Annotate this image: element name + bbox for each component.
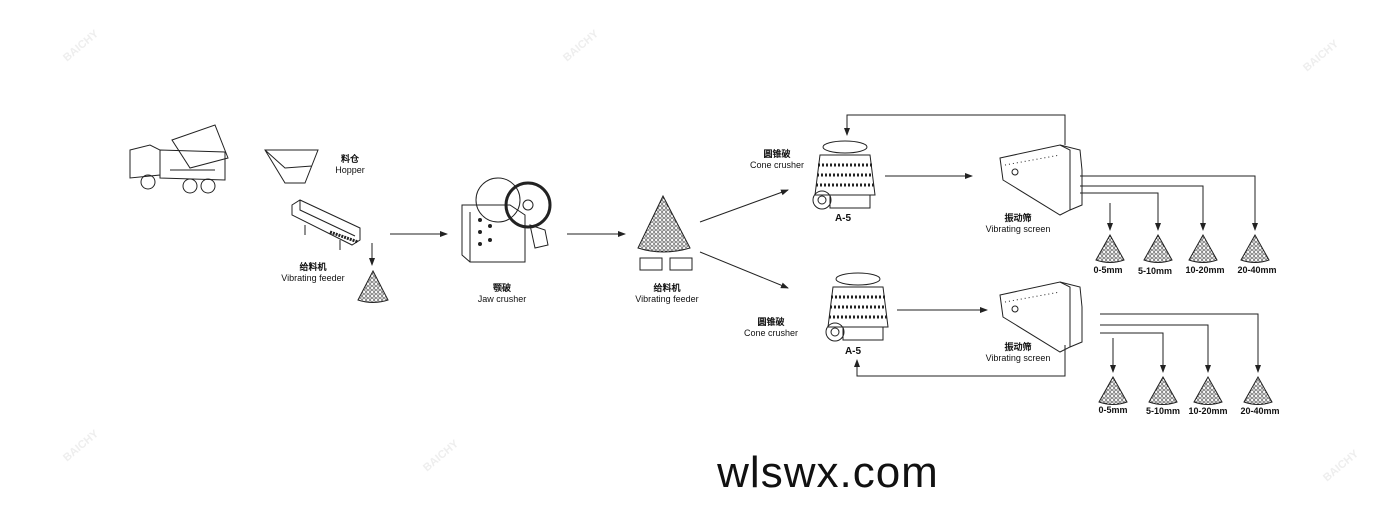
size-label: 20-40mm xyxy=(1237,265,1277,275)
dump-truck-icon xyxy=(129,124,229,194)
cone-crusher-icon xyxy=(812,140,876,210)
size-label: 20-40mm xyxy=(1240,406,1280,416)
size-label: 5-10mm xyxy=(1145,406,1181,416)
jaw-crusher-icon xyxy=(461,177,552,263)
vibrating-feeder-icon xyxy=(291,199,361,250)
model-label: A-5 xyxy=(834,213,852,224)
material-pile-icon xyxy=(357,269,389,303)
size-label: 10-20mm xyxy=(1185,265,1225,275)
size-label: 0-5mm xyxy=(1098,405,1128,415)
vibrating-screen-icon xyxy=(999,144,1083,216)
size-label: 0-5mm xyxy=(1093,265,1123,275)
hopper-icon xyxy=(264,149,319,184)
feeder-trough-icon xyxy=(639,257,693,271)
size-label: 10-20mm xyxy=(1188,406,1228,416)
size-label: 5-10mm xyxy=(1137,266,1173,276)
model-label: A-5 xyxy=(844,346,862,357)
stockpile-icon xyxy=(637,194,691,253)
cone-crusher-icon xyxy=(824,271,890,343)
product-pile-icon xyxy=(1095,233,1273,405)
site-url: wlswx.com xyxy=(717,448,939,497)
